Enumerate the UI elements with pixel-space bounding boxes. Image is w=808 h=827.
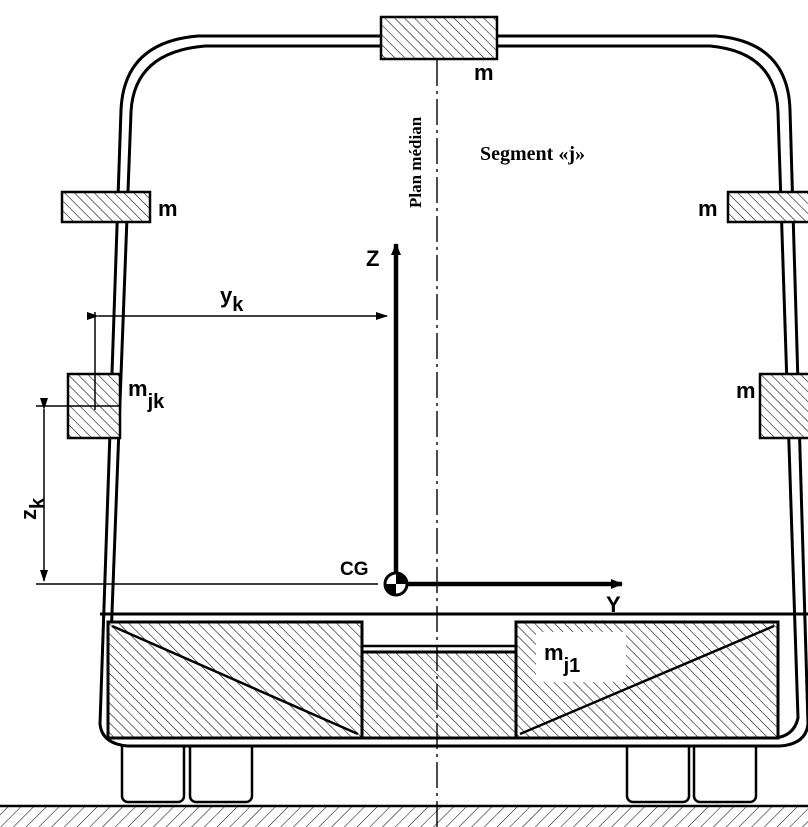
dimension-yk: [87, 312, 388, 410]
mass-right-upper-label: m: [698, 196, 718, 221]
mass-right-upper: [726, 190, 808, 224]
mass-left-upper-label: m: [158, 196, 178, 221]
mass-j1-label-base: m: [544, 640, 564, 665]
dimension-zk: [36, 398, 378, 585]
mass-left-upper: [60, 190, 152, 224]
mass-top-label: m: [474, 60, 494, 85]
wheels: [120, 738, 758, 804]
dim-zk-label-base: z: [16, 509, 41, 520]
underfloor-center-block: [360, 650, 518, 740]
axis-z-label: Z: [366, 246, 379, 271]
center-of-gravity-symbol: [383, 571, 409, 597]
mass-jk-label: mjk: [128, 376, 165, 413]
mass-top: [379, 15, 499, 61]
wheel-left-outer: [120, 738, 186, 804]
dim-yk-label-base: y: [220, 283, 233, 308]
median-plane-label: Plan médian: [406, 116, 425, 208]
mass-jk-label-sub: jk: [147, 391, 166, 413]
wheel-right-inner: [625, 738, 691, 804]
mj1-label-backdrop: [536, 632, 626, 682]
mass-j1-label-sub: j1: [563, 655, 581, 677]
mass-right-mid-label: m: [736, 378, 756, 403]
mass-jk-label-base: m: [128, 376, 148, 401]
cg-label: CG: [340, 559, 369, 580]
segment-label: Segment «j»: [480, 143, 585, 165]
mass-j1-label: mj1: [544, 640, 580, 677]
wheel-right-outer: [692, 738, 758, 804]
ground: [0, 804, 808, 827]
axis-y-label: Y: [606, 592, 621, 617]
wheel-left-inner: [188, 738, 254, 804]
dim-zk-label-sub: k: [27, 497, 49, 509]
dim-yk-label: yk: [220, 283, 244, 316]
mass-right-mid: [758, 372, 808, 440]
dim-yk-label-sub: k: [232, 294, 244, 316]
dim-zk-label: zk: [16, 497, 49, 520]
